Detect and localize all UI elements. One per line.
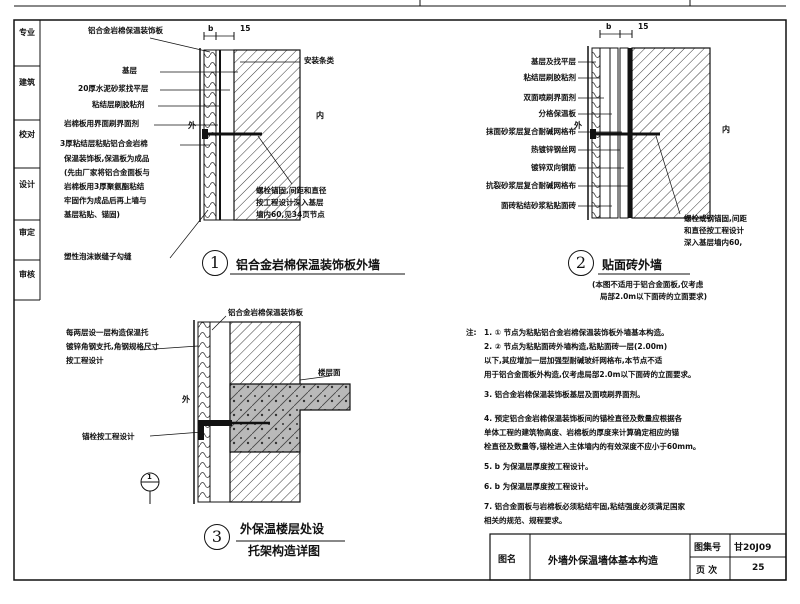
note-line-1: 1. ① 节点为粘贴铝合金岩棉保温装饰板外墙基本构造。	[484, 328, 669, 337]
d1-anchor-note-1: 螺栓锚固,间距和直径	[256, 186, 327, 195]
d2-anchor-note-1: 螺栓或钢锚固,间距	[684, 214, 747, 223]
side-tab-4: 设计	[19, 180, 35, 189]
note-line-4: 用于铝合金面板外构造,仅考虑局部2.0m以下面砖的立面要求。	[484, 370, 696, 379]
note-line-11: 7. 铝合金面板与岩棉板必须粘结牢固,粘结强度必须满足国家	[484, 502, 686, 511]
d1-anchor-note-2: 按工程设计深入基层	[256, 198, 324, 207]
d1-layer-10: 基层粘贴、锚固)	[64, 210, 120, 219]
title-block-atlas-no: 甘20J09	[734, 543, 772, 553]
d2-layer-3: 双面喷刷界面剂	[523, 93, 577, 102]
detail-3-title-1: 外保温楼层处设	[240, 522, 325, 536]
d3-anchor-label: 锚栓按工程设计	[82, 432, 135, 441]
d1-side-in: 内	[316, 111, 324, 120]
title-block-drawing-name: 外墙外保温墙体基本构造	[548, 556, 658, 567]
detail-3-title-2: 托架构造详图	[248, 544, 321, 558]
d3-note-1: 每两层设一层构造保温托	[66, 328, 149, 337]
d1-dim-15: 15	[240, 24, 251, 33]
detail-1-section	[149, 32, 301, 259]
detail-3-section	[139, 315, 351, 504]
title-block-lines	[489, 533, 787, 581]
d3-section-mark: 1	[147, 473, 152, 481]
d3-label-panel: 铝合金岩棉保温装饰板	[228, 308, 303, 317]
note-line-8: 栓直径及数量等,锚栓进入主体墙内的有效深度不应小于60mm。	[484, 442, 701, 451]
d1-layer-3: 粘结层刷胶粘剂	[92, 100, 145, 109]
d1-layer-7: (先由厂家将铝合金面板与	[64, 168, 150, 177]
note-line-7: 单体工程的建筑物高度、岩棉板的厚度来计算确定相应的锚	[484, 428, 679, 437]
title-block-page-label: 页 次	[696, 566, 718, 576]
d1-layer-4: 岩棉板用界面刷界面剂	[64, 119, 139, 128]
d3-note-2: 镀锌角钢支托,角钢规格尺寸	[66, 342, 159, 351]
d2-anchor-note-3: 深入基层墙内60,	[684, 238, 743, 247]
d2-dim-15: 15	[638, 22, 649, 31]
d2-side-out: 外	[574, 121, 582, 130]
note-line-6: 4. 预定铝合金岩棉保温装饰板间的锚栓直径及数量应根据各	[484, 414, 683, 423]
d2-subtitle-2: 局部2.0m以下面砖的立面要求)	[600, 292, 708, 301]
side-tab-1: 专业	[19, 28, 35, 37]
d1-layer-11: 塑性泡沫嵌缝子勾缝	[64, 252, 132, 261]
note-line-12: 相关的规范、规程要求。	[484, 516, 567, 525]
note-line-2: 2. ② 节点为粘贴面砖外墙构造,粘贴面砖一层(2.00m)	[484, 342, 668, 351]
d2-side-in: 内	[722, 125, 730, 134]
d2-layer-2: 粘结层刷胶粘剂	[523, 73, 577, 82]
d1-layer-5: 3厚粘结层粘贴铝合金岩棉	[60, 139, 148, 148]
note-line-9: 5. b 为保温层厚度按工程设计。	[484, 462, 593, 471]
d3-note-3: 按工程设计	[66, 356, 104, 365]
d1-layer-2: 20厚水泥砂浆找平层	[78, 84, 149, 93]
d3-side-out: 外	[182, 395, 190, 404]
side-tab-6: 审核	[19, 270, 35, 279]
side-tab-5: 审定	[19, 228, 35, 237]
d2-anchor-note-2: 和直径按工程设计	[684, 226, 744, 235]
d2-layer-8: 抗裂砂浆层复合耐碱网格布	[486, 181, 576, 190]
d1-label-mount: 安装条类	[304, 56, 334, 65]
d2-layer-9: 面砖粘结砂浆粘贴面砖	[501, 201, 576, 210]
notes-heading: 注:	[466, 328, 477, 337]
detail-2-number: 2	[568, 250, 594, 276]
note-line-5: 3. 铝合金岩棉保温装饰板基层及面喷刷界面剂。	[484, 390, 645, 399]
d2-layer-1: 基层及找平层	[531, 57, 576, 66]
detail-3-number: 3	[204, 524, 230, 550]
detail-1-number: 1	[202, 250, 228, 276]
d1-layer-6: 保温装饰板,保温板为成品	[64, 154, 150, 163]
d2-layer-4: 分格保温板	[538, 109, 577, 118]
note-line-3: 以下,其应增加一层加强型耐碱玻纤网格布,本节点不适	[484, 356, 663, 365]
d2-dim-b: b	[606, 22, 612, 31]
d2-subtitle-1: (本图不适用于铝合金面板,仅考虑	[592, 280, 704, 289]
d1-anchor-note-3: 墙内60,见34页节点	[256, 210, 325, 219]
d2-layer-5: 抹面砂浆层复合耐碱网格布	[486, 127, 576, 136]
d2-layer-6: 热镀锌钢丝网	[531, 145, 576, 154]
title-block-atlas-label: 图集号	[694, 543, 722, 553]
d2-layer-7: 镀锌双向钢筋	[531, 163, 576, 172]
side-tab-3: 校对	[19, 130, 35, 139]
d1-layer-9: 牢固作为成品后再上墙与	[64, 196, 147, 205]
detail-1-title: 铝合金岩棉保温装饰板外墙	[236, 258, 381, 272]
detail-2-section	[578, 30, 711, 220]
d3-floor-label: 楼层面	[318, 368, 341, 377]
side-tab-2: 建筑	[19, 78, 35, 87]
d1-label-panel: 铝合金岩棉保温装饰板	[88, 26, 163, 35]
note-line-10: 6. b 为保温层厚度按工程设计。	[484, 482, 593, 491]
d1-layer-1: 基层	[122, 66, 137, 75]
title-block-page-no: 25	[752, 563, 765, 573]
title-block-name-label: 图名	[498, 555, 517, 565]
detail-2-title: 贴面砖外墙	[602, 258, 663, 272]
d1-dim-b: b	[208, 24, 214, 33]
d1-layer-8: 岩棉板用3厚聚氨酯粘结	[64, 182, 145, 191]
d1-side-out: 外	[188, 121, 196, 130]
